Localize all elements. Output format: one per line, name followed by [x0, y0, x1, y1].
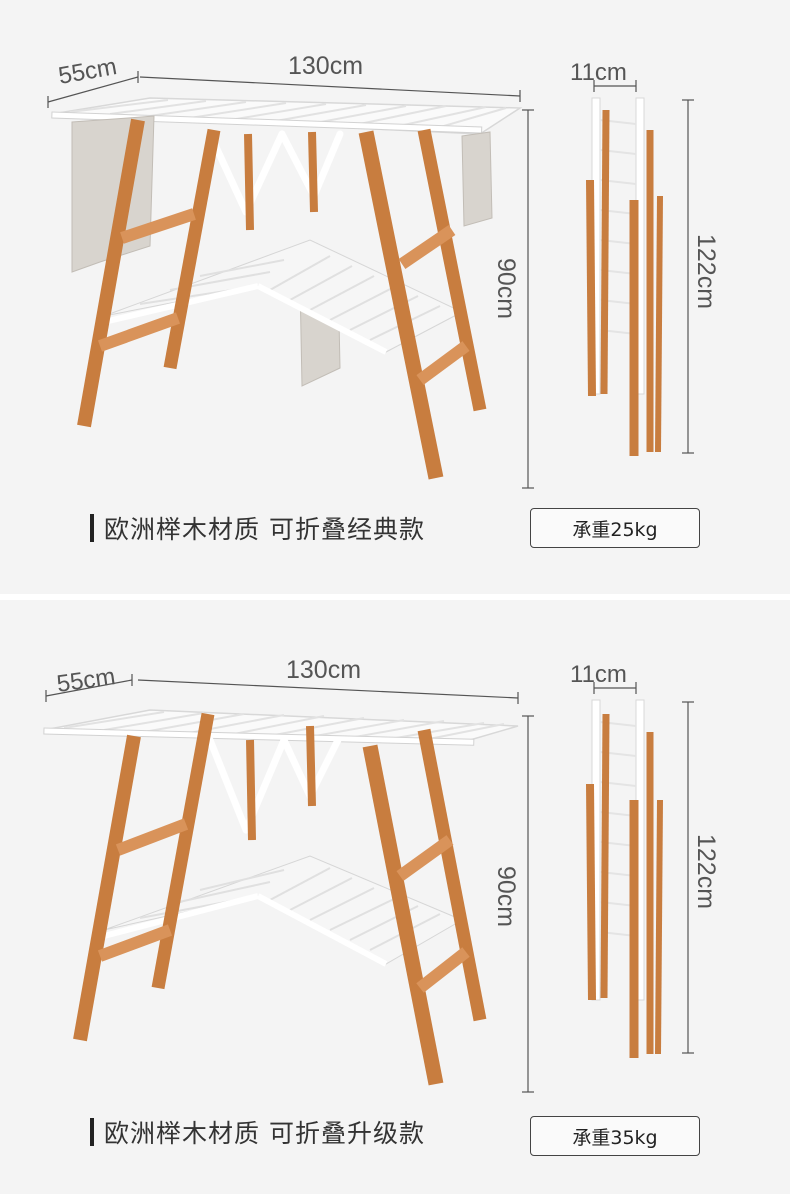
panel-divider [0, 594, 790, 600]
folded-thickness-label: 11cm [570, 661, 627, 688]
folded-rack [586, 97, 663, 456]
load-capacity-badge: 承重35kg [530, 1116, 700, 1156]
v-braces [206, 736, 342, 834]
folded-height-label: 122cm [692, 834, 720, 909]
caption-accent-bar [90, 514, 94, 542]
lower-shelf [103, 239, 464, 355]
product-panel-classic: 55cm 130cm 90cm 11cm 122cm [0, 0, 790, 594]
drying-rack-illustration: 55cm 130cm 90cm 11cm 122cm [43, 656, 720, 1093]
depth-label: 55cm [55, 663, 117, 698]
folded-rack [586, 699, 663, 1058]
rack-top-frame [43, 709, 519, 746]
width-label: 130cm [288, 52, 363, 80]
folded-height-label: 122cm [692, 234, 720, 309]
v-braces [206, 130, 344, 216]
wooden-legs [77, 118, 487, 480]
towel-right [461, 131, 493, 227]
product-panel-upgraded: 55cm 130cm 90cm 11cm 122cm [0, 600, 790, 1194]
load-capacity-badge: 承重25kg [530, 508, 700, 548]
width-label: 130cm [286, 656, 361, 684]
drying-rack-illustration: 55cm 130cm 90cm 11cm 122cm [47, 52, 720, 489]
caption: 欧洲榉木材质 可折叠升级款 [90, 1114, 425, 1150]
height-label: 90cm [492, 866, 520, 927]
wooden-legs [73, 712, 487, 1086]
caption-text: 欧洲榉木材质 可折叠升级款 [104, 1119, 425, 1148]
lower-shelf [103, 855, 464, 967]
height-label: 90cm [492, 258, 520, 319]
folded-thickness-label: 11cm [570, 59, 627, 86]
caption: 欧洲榉木材质 可折叠经典款 [90, 510, 425, 546]
caption-accent-bar [90, 1118, 94, 1146]
caption-text: 欧洲榉木材质 可折叠经典款 [104, 515, 425, 544]
rack-top-frame [51, 97, 523, 135]
